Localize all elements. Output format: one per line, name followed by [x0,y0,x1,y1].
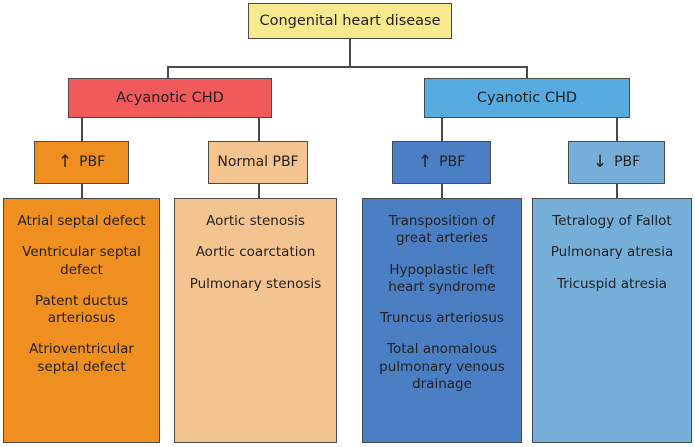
node-cyanotic-increased-pbf: ↑ PBF [392,141,491,184]
node-label-cyanotic: Cyanotic CHD [476,89,578,106]
arrow-up-icon: ↑ [57,152,73,172]
list-item: Atrial septal defect [17,213,146,229]
connector-cyanotic-to-decreased-pbf [616,118,618,142]
connector-acyanotic-to-normal-pbf [258,118,260,142]
list-item: Pulmonary stenosis [189,275,322,292]
node-label-cyanotic-decreased-pbf: PBF [614,153,641,170]
connector-root-stem [349,39,351,67]
list-item: Atrioventricular septal defect [29,341,134,375]
arrow-up-icon: ↑ [417,152,433,172]
connector-split-bar [167,66,527,68]
node-label-cyanotic-increased-pbf: PBF [439,153,466,170]
node-label-acyanotic: Acyanotic CHD [116,89,224,106]
connector-normal-pbf-to-list-2 [258,184,260,199]
list-item: Tricuspid atresia [557,275,667,292]
list-item: Total anomalous pulmonary venous drainag… [379,341,505,392]
connector-decreased-pbf-to-list-4 [616,184,618,199]
node-congenital-heart-disease: Congenital heart disease [248,3,452,39]
list-item: Patent ductus arteriosus [35,292,128,327]
connector-acyanotic-to-increased-pbf [81,118,83,142]
list-item: Truncus arteriosus [380,310,504,327]
node-cyanotic-chd: Cyanotic CHD [424,78,630,118]
list-item: Aortic stenosis [206,213,305,229]
connector-increased-pbf-to-list-1 [81,184,83,199]
node-acyanotic-chd: Acyanotic CHD [68,78,272,118]
node-cyanotic-decreased-pbf: ↓ PBF [568,141,665,184]
node-label-acyanotic-normal-pbf: Normal PBF [217,153,299,170]
list-item: Hypoplastic left heart syndrome [388,261,496,295]
list-item: Ventricular septal defect [22,244,141,278]
list-item: Pulmonary atresia [550,244,674,261]
list-item: Transposition of great arteries [388,213,496,247]
list-acyanotic-normal-pbf: Aortic stenosis Aortic coarctation Pulmo… [174,198,337,443]
arrow-down-icon: ↓ [592,152,608,172]
connector-split-leg-left [167,66,169,79]
list-item: Aortic coarctation [195,244,316,261]
list-acyanotic-increased-pbf: Atrial septal defect Ventricular septal … [3,198,160,443]
connector-cyanotic-to-increased-pbf [441,118,443,142]
node-label-acyanotic-increased-pbf: PBF [79,153,106,170]
connector-split-leg-right [526,66,528,79]
list-item: Tetralogy of Fallot [552,213,672,229]
list-cyanotic-increased-pbf: Transposition of great arteries Hypoplas… [362,198,522,443]
node-acyanotic-increased-pbf: ↑ PBF [34,141,129,184]
node-acyanotic-normal-pbf: Normal PBF [208,141,308,184]
list-cyanotic-decreased-pbf: Tetralogy of Fallot Pulmonary atresia Tr… [532,198,692,443]
node-label-root: Congenital heart disease [259,12,441,29]
connector-increased-pbf-to-list-3 [441,184,443,199]
